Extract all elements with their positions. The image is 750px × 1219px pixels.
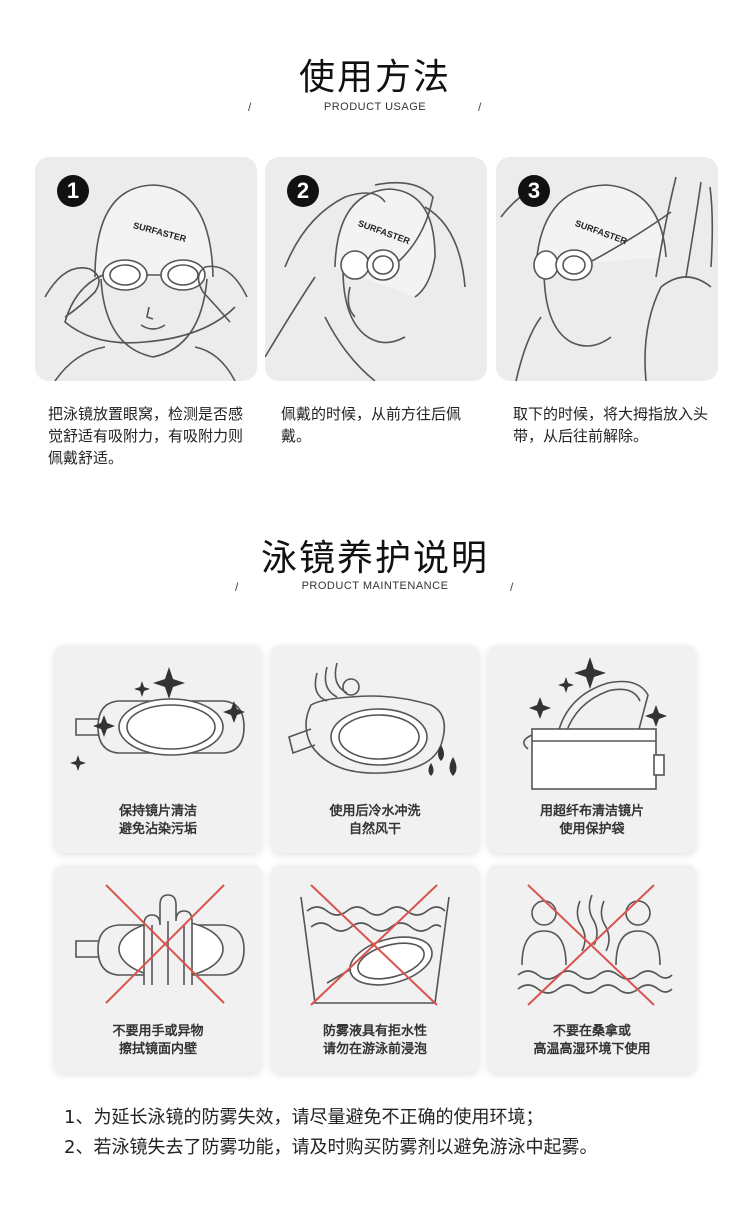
goggle-wear-illustration: SURFASTER bbox=[265, 181, 466, 381]
care-caption: 不要在桑拿或 高温高湿环境下使用 bbox=[488, 1023, 696, 1059]
step-1-badge: 1 bbox=[57, 175, 89, 207]
usage-title: 使用方法 bbox=[298, 57, 451, 98]
note-2: 2、若泳镜失去了防雾功能，请及时购买防雾剂以避免游泳中起雾。 bbox=[64, 1137, 598, 1158]
care-caption-line2: 高温高湿环境下使用 bbox=[533, 1042, 651, 1057]
care-caption: 不要用手或异物 擦拭镜面内壁 bbox=[54, 1023, 262, 1059]
maintenance-slash-right: / bbox=[510, 580, 514, 594]
maintenance-title: 泳镜养护说明 bbox=[260, 538, 489, 579]
usage-slash-left: / bbox=[248, 100, 252, 114]
protective-case-icon bbox=[523, 657, 667, 790]
care-card-protective-case: 用超纤布清洁镜片 使用保护袋 bbox=[488, 645, 696, 853]
water-rinse-icon bbox=[288, 662, 457, 776]
usage-slash-right: / bbox=[478, 100, 482, 114]
care-caption-line2: 自然风干 bbox=[348, 822, 401, 837]
care-caption-line1: 不要在桑拿或 bbox=[552, 1024, 631, 1039]
care-card-no-soak: 防雾液具有拒水性 请勿在游泳前浸泡 bbox=[271, 865, 479, 1073]
care-caption: 保持镜片清洁 避免沾染污垢 bbox=[54, 803, 262, 839]
care-caption-line1: 用超纤布清洁镜片 bbox=[539, 804, 644, 819]
no-sauna-icon bbox=[517, 884, 673, 1006]
care-caption-line2: 请勿在游泳前浸泡 bbox=[322, 1042, 427, 1057]
usage-subtitle: PRODUCT USAGE bbox=[323, 101, 427, 113]
care-caption-line2: 使用保护袋 bbox=[559, 822, 625, 837]
notes: 1、为延长泳镜的防雾失效，请尽量避免不正确的使用环境； 2、若泳镜失去了防雾功能… bbox=[64, 1103, 597, 1163]
step-1-illustration: SURFASTER 1 bbox=[35, 157, 257, 381]
care-caption-line2: 擦拭镜面内壁 bbox=[118, 1042, 197, 1057]
step-2-badge: 2 bbox=[287, 175, 319, 207]
maintenance-subtitle: PRODUCT MAINTENANCE bbox=[301, 580, 449, 592]
step-1-text: 把泳镜放置眼窝，检测是否感觉舒适有吸附力，有吸附力则佩戴舒适。 bbox=[48, 405, 244, 467]
goggle-fit-illustration: SURFASTER bbox=[44, 184, 248, 381]
care-caption-line1: 防雾液具有拒水性 bbox=[322, 1024, 427, 1039]
step-3-badge: 3 bbox=[518, 175, 550, 207]
care-caption-line2: 避免沾染污垢 bbox=[118, 822, 197, 837]
care-caption-line1: 保持镜片清洁 bbox=[118, 804, 197, 819]
care-card-no-touch: 不要用手或异物 擦拭镜面内壁 bbox=[54, 865, 262, 1073]
sparkle-goggle-icon bbox=[70, 667, 245, 771]
care-caption: 用超纤布清洁镜片 使用保护袋 bbox=[488, 803, 696, 839]
care-card-clean-lens: 保持镜片清洁 避免沾染污垢 bbox=[54, 645, 262, 853]
care-card-no-sauna: 不要在桑拿或 高温高湿环境下使用 bbox=[488, 865, 696, 1073]
step-3-illustration: SURFASTER 3 bbox=[496, 157, 718, 381]
no-soak-icon bbox=[300, 884, 450, 1006]
maintenance-slash-left: / bbox=[235, 580, 239, 594]
care-card-rinse: 使用后冷水冲洗 自然风干 bbox=[271, 645, 479, 853]
step-2-text: 佩戴的时候，从前方往后佩戴。 bbox=[281, 405, 462, 445]
care-caption-line1: 使用后冷水冲洗 bbox=[329, 804, 421, 819]
note-1: 1、为延长泳镜的防雾失效，请尽量避免不正确的使用环境； bbox=[64, 1107, 544, 1128]
step-2-illustration: SURFASTER 2 bbox=[265, 157, 487, 381]
care-caption: 使用后冷水冲洗 自然风干 bbox=[271, 803, 479, 839]
care-caption: 防雾液具有拒水性 请勿在游泳前浸泡 bbox=[271, 1023, 479, 1059]
step-3-text: 取下的时候，将大拇指放入头带，从后往前解除。 bbox=[513, 405, 709, 445]
care-caption-line1: 不要用手或异物 bbox=[112, 1024, 204, 1039]
no-touch-lens-icon bbox=[75, 884, 245, 1004]
